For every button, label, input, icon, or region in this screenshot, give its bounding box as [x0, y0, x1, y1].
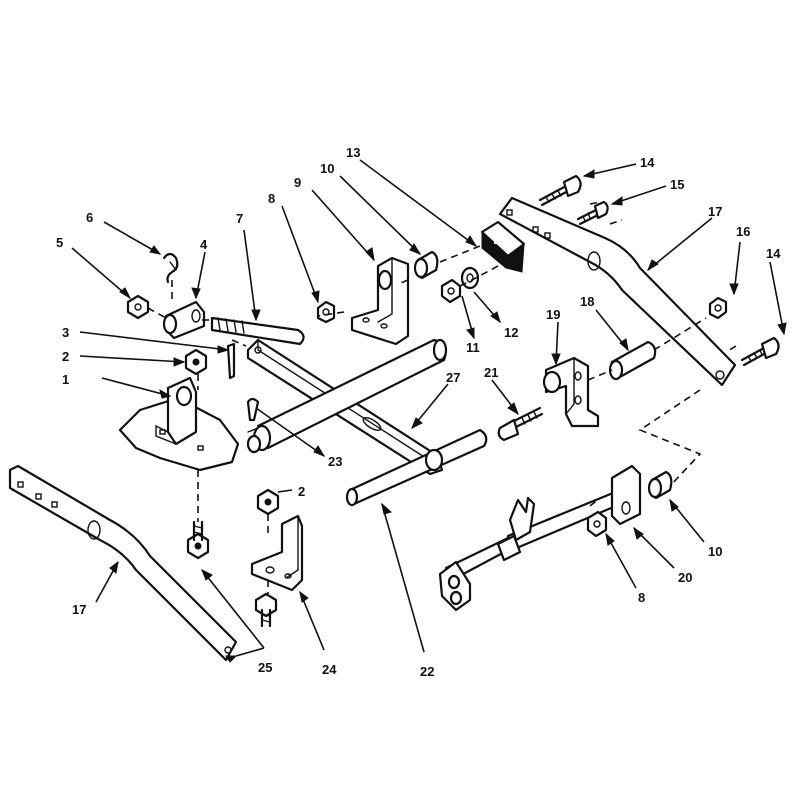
spacer-10-lower — [647, 470, 673, 500]
callout-21: 21 — [484, 365, 498, 380]
callout-4: 4 — [200, 237, 208, 252]
rod-22 — [345, 428, 488, 507]
hairpin-6 — [162, 252, 179, 284]
bracket-24 — [250, 514, 304, 592]
block-13 — [480, 220, 526, 273]
link-7 — [210, 316, 305, 346]
bolt-25 — [186, 520, 210, 560]
assembly-lines — [147, 201, 737, 594]
nut-11 — [440, 278, 462, 304]
callout-18: 18 — [580, 294, 594, 309]
callout-3: 3 — [62, 325, 69, 340]
nut-2-lower — [256, 488, 280, 516]
rockshaft-tube — [246, 338, 448, 454]
callout-7: 7 — [236, 211, 243, 226]
callout-1: 1 — [62, 372, 69, 387]
nut-2-top — [184, 348, 208, 376]
callout-17: 17 — [708, 204, 722, 219]
bolt-24-lower — [254, 592, 278, 628]
lift-shaft-lower — [438, 464, 642, 612]
clevis-4 — [162, 300, 206, 340]
callout-25: 25 — [258, 660, 272, 675]
callout-2: 2 — [62, 349, 69, 364]
nut-8-lower — [586, 510, 608, 538]
callout-23: 23 — [328, 454, 342, 469]
callout-12: 12 — [504, 325, 518, 340]
nut-16 — [708, 296, 728, 320]
nut-5 — [126, 294, 150, 320]
callout-17: 17 — [72, 602, 86, 617]
bracket-1 — [118, 376, 240, 472]
spacer-10-top — [413, 250, 439, 280]
bracket-19 — [542, 356, 600, 428]
callout-22: 22 — [420, 664, 434, 679]
lift-arm-right — [498, 196, 737, 387]
nut-8-top — [316, 300, 336, 324]
bolt-21 — [497, 406, 544, 442]
callout-16: 16 — [736, 224, 750, 239]
callout-6: 6 — [86, 210, 93, 225]
callout-14: 14 — [766, 246, 781, 261]
callout-8: 8 — [268, 191, 275, 206]
callout-10: 10 — [320, 161, 334, 176]
spacer-18 — [608, 340, 657, 381]
callout-11: 11 — [466, 340, 480, 355]
cotter-pin-23 — [246, 397, 260, 422]
callout-14: 14 — [640, 155, 655, 170]
lift-arm-left — [8, 464, 238, 662]
callout-20: 20 — [678, 570, 692, 585]
pin-3 — [226, 342, 236, 380]
callout-5: 5 — [56, 235, 63, 250]
callout-2: 2 — [298, 484, 305, 499]
callout-15: 15 — [670, 177, 684, 192]
callout-labels: 1 2 3 4 5 6 7 8 9 10 13 14 15 17 16 14 1… — [56, 145, 781, 679]
leader-arrowheads — [109, 169, 787, 663]
callout-27: 27 — [446, 370, 460, 385]
bolt-15 — [576, 200, 609, 226]
callout-10: 10 — [708, 544, 722, 559]
bolt-14-top — [538, 174, 582, 207]
bolt-14-right — [740, 336, 780, 367]
callout-24: 24 — [322, 662, 337, 677]
callout-8: 8 — [638, 590, 645, 605]
bracket-9 — [350, 256, 410, 346]
callout-9: 9 — [294, 175, 301, 190]
callout-13: 13 — [346, 145, 360, 160]
callout-19: 19 — [546, 307, 560, 322]
